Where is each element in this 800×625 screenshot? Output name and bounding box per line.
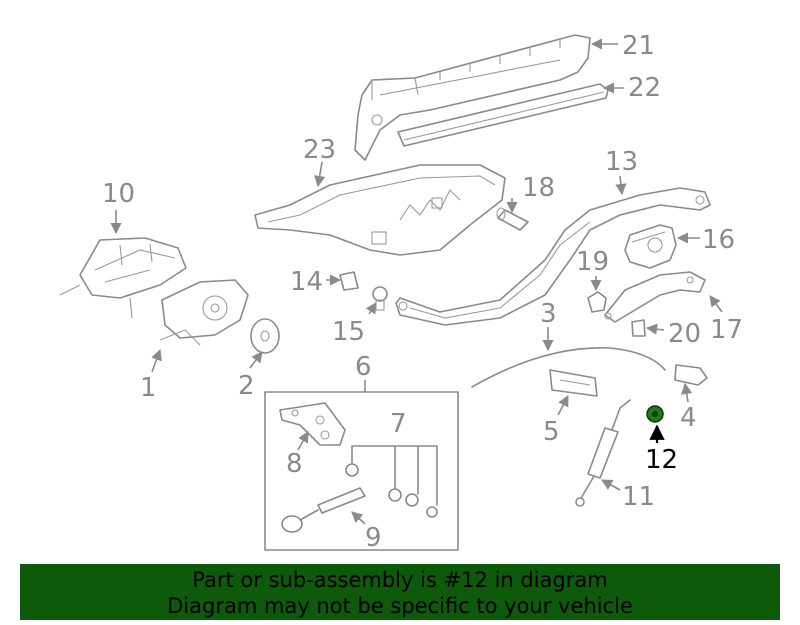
part-10-latch [59, 237, 187, 319]
callout-1: 1 [140, 373, 157, 403]
part-13-link-arm [395, 187, 711, 326]
footer-banner: Part or sub-assembly is #12 in diagram D… [20, 564, 780, 620]
callout-13: 13 [605, 147, 638, 177]
group-6-box [264, 391, 459, 551]
part-16-bracket [624, 224, 677, 269]
leader-lines [110, 38, 723, 525]
part-23-window-panel [254, 164, 506, 256]
callout-21: 21 [622, 31, 655, 61]
callout-22: 22 [628, 73, 661, 103]
footer-line-2: Diagram may not be specific to your vehi… [167, 594, 633, 618]
callout-9: 9 [365, 523, 382, 553]
part-11-strut [575, 399, 631, 507]
part-20-clip [631, 319, 646, 337]
callout-10: 10 [102, 179, 135, 209]
part-19-bumper [587, 291, 607, 313]
callout-7: 7 [390, 409, 407, 439]
part-1-actuator [159, 279, 249, 346]
part-22-seal-strip [397, 83, 609, 147]
part-4-connector [674, 364, 708, 386]
callout-12: 12 [645, 445, 678, 475]
callout-5: 5 [543, 417, 560, 447]
part-2-washer [250, 318, 280, 354]
part-15-bolt [372, 286, 388, 311]
callout-20: 20 [668, 319, 701, 349]
part-9-rod [281, 487, 366, 533]
callout-4: 4 [680, 403, 697, 433]
callout-15: 15 [332, 317, 365, 347]
part-5-switch [549, 369, 598, 397]
callout-19: 19 [576, 247, 609, 277]
callout-17: 17 [710, 315, 743, 345]
callout-8: 8 [286, 449, 303, 479]
callout-labels: 1 2 3 4 5 6 7 8 9 10 11 12 13 14 15 16 1… [102, 31, 743, 553]
part-21-header-rail [354, 34, 591, 161]
part-12-grommet [646, 405, 664, 423]
callout-2: 2 [238, 371, 255, 401]
callout-16: 16 [702, 225, 735, 255]
callout-3: 3 [540, 299, 557, 329]
part-18-pin [496, 207, 529, 231]
part-17-hinge-arm [604, 271, 706, 323]
footer-line-1: Part or sub-assembly is #12 in diagram [192, 568, 608, 592]
part-7-fasteners [345, 445, 438, 518]
callout-6: 6 [355, 352, 372, 382]
part-14-clip [339, 271, 359, 291]
callout-23: 23 [303, 135, 336, 165]
callout-18: 18 [522, 173, 555, 203]
callout-14: 14 [290, 267, 323, 297]
part-3-cable [471, 347, 666, 388]
part-8-plate [279, 402, 346, 446]
callout-11: 11 [622, 482, 655, 512]
